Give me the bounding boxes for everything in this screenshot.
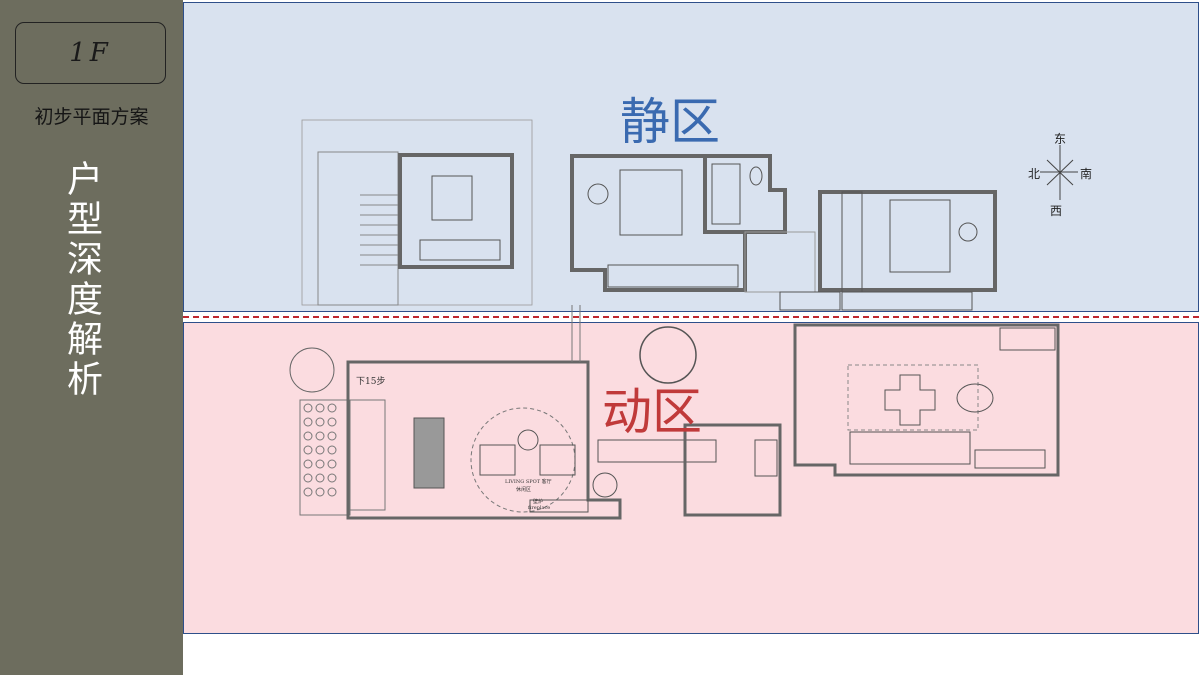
wardrobe-2: [841, 191, 863, 293]
compass-south: 南: [1080, 167, 1093, 181]
zone-divider: [183, 316, 1199, 318]
sofa-left: [479, 444, 516, 476]
tree-2: [592, 472, 618, 498]
coffee-table-right: [884, 374, 936, 426]
fireplace: [529, 499, 589, 513]
active-zone-label: 动区: [602, 383, 702, 441]
living-label: LIVING SPOT 客厅: [505, 479, 552, 485]
bathroom: [705, 154, 787, 234]
armchair: [956, 383, 994, 413]
sofa-large: [849, 431, 971, 465]
planter: [299, 399, 351, 516]
bed-master: [619, 169, 683, 236]
stair-note: 下15步: [356, 377, 386, 387]
wardrobe-master: [607, 264, 739, 288]
compass-rose: [1040, 145, 1078, 200]
bed-2: [889, 199, 951, 273]
compass-north: 北: [1028, 167, 1041, 181]
right-living-room: [793, 323, 1060, 477]
counter: [597, 439, 717, 463]
stair-upper: [317, 151, 399, 306]
tree-1: [289, 347, 335, 393]
stair-lower: [349, 399, 386, 511]
wardrobe-1: [419, 239, 501, 261]
kitchen: [683, 423, 782, 517]
chair-2: [958, 222, 978, 242]
active-zone: [183, 322, 1199, 634]
coffee-table: [517, 429, 539, 451]
chair-master: [587, 183, 609, 205]
fireplace-cn: 壁炉: [533, 499, 544, 505]
stair-steps: [360, 194, 398, 266]
stove: [754, 439, 778, 477]
leisure-label: 休闲区: [516, 487, 532, 493]
cabinet-b: [841, 291, 973, 311]
bed-1: [431, 175, 473, 221]
rug-circle: [470, 407, 576, 513]
dining-round-table: [639, 326, 697, 384]
sidebar: 1F 初步平面方案 户型深度解析: [0, 0, 183, 675]
fireplace-en: fireplace: [528, 505, 551, 511]
tv-cabinet: [974, 449, 1046, 469]
living-room: [346, 360, 622, 520]
compass-east: 东: [1054, 132, 1067, 146]
bathtub: [711, 163, 741, 225]
rug-right: [847, 364, 979, 431]
master-bedroom: [570, 154, 747, 292]
floor-badge: 1F: [15, 22, 166, 84]
planter-dots: [303, 403, 337, 497]
upper-outline: [301, 119, 533, 306]
quiet-zone-label: 静区: [620, 93, 720, 151]
cabinet-a: [779, 291, 841, 311]
compass-west: 西: [1050, 204, 1063, 218]
plan-label: 初步平面方案: [34, 106, 149, 128]
section-title: 户型深度解析: [61, 160, 102, 400]
dining-table: [413, 417, 445, 489]
toilet: [749, 166, 763, 186]
bedroom-2: [818, 190, 997, 292]
bedroom-1: [398, 153, 514, 269]
shelf: [999, 327, 1056, 351]
corridor: [744, 231, 816, 293]
sofa-right: [539, 444, 576, 476]
